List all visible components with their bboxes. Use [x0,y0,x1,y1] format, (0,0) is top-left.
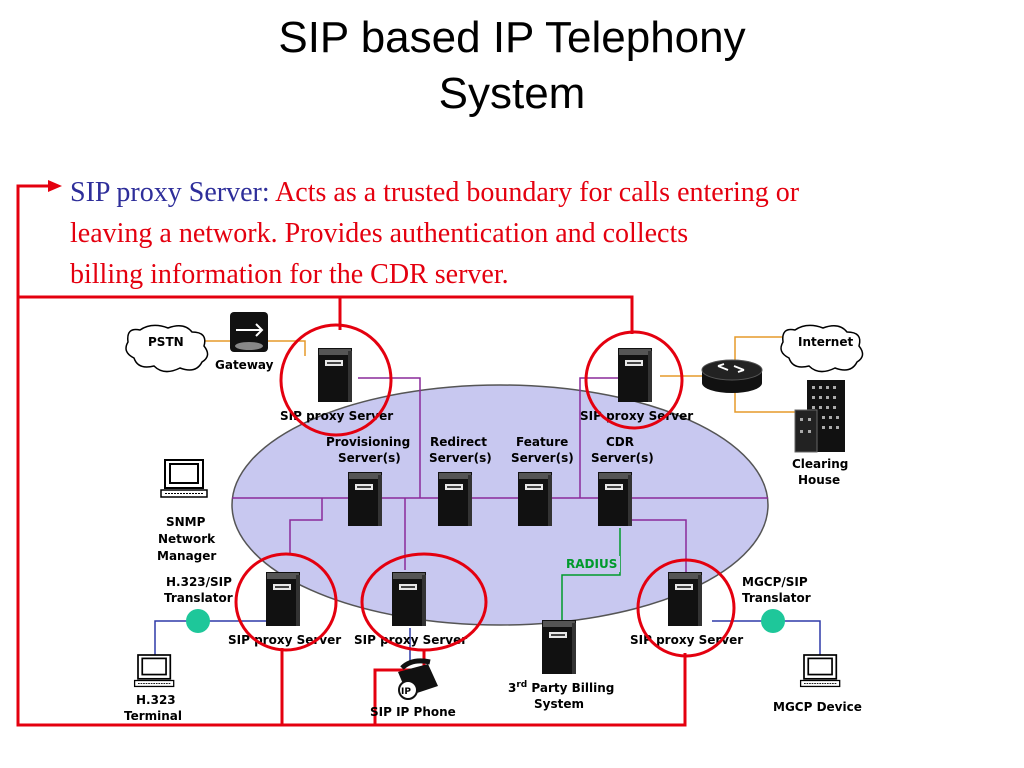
highlight-circle-bottom-right [636,558,736,658]
network-bus-lines [232,377,768,575]
radius-label: RADIUS [566,557,617,571]
gateway-label: Gateway [215,358,274,372]
sip-ip-phone: IP SIP IP Phone [370,658,456,719]
title-line-1: SIP based IP Telephony [278,13,746,62]
description-line-2: leaving a network. Provides authenticati… [70,218,689,249]
snmp-label-2: Network [158,532,216,546]
description-line-1: Acts as a trusted boundary for calls ent… [275,177,800,208]
h323-terminal: H.323 Terminal [124,654,182,723]
sip-network-ellipse [231,384,769,626]
snmp-manager: SNMP Network Manager [157,459,216,563]
redirect-label-2: Server(s) [429,451,492,465]
sip-proxy-bottom-right: SIP proxy Server [630,572,743,647]
proxy-label-top-left: SIP proxy Server [280,409,393,423]
billing-label-1: 3rd Party Billing [508,680,614,695]
red-outer-line [16,184,687,727]
billing-label-2: System [534,697,584,711]
feature-server: Feature Server(s) [511,435,574,526]
clearing-house-label-1: Clearing [792,457,848,471]
pstn-cloud: PSTN [125,324,209,373]
redirect-label-1: Redirect [430,435,487,449]
snmp-label-1: SNMP [166,515,206,529]
cdr-label-2: Server(s) [591,451,654,465]
feature-label-2: Server(s) [511,451,574,465]
internet-cloud: Internet [780,324,864,373]
mgcp-translator-label-2: Translator [742,591,811,605]
h323-terminal-label-2: Terminal [124,709,182,723]
mgcp-device: MGCP Device [773,654,862,714]
snmp-label-3: Manager [157,549,216,563]
clearing-house-label-2: House [798,473,840,487]
highlight-circle-bottom-center [360,552,488,652]
highlight-circle-top-left [279,323,393,437]
mgcp-translator-node [761,609,785,633]
blue-links [154,620,821,665]
provisioning-server: Provisioning Server(s) [326,435,410,526]
provisioning-label-1: Provisioning [326,435,410,449]
h323-translator-label-2: Translator [164,591,233,605]
highlight-circle-bottom-left [234,552,338,652]
redirect-server: Redirect Server(s) [429,435,492,526]
billing-system: 3rd Party Billing System [508,620,614,711]
mgcp-device-label: MGCP Device [773,700,862,714]
radius-link [561,528,621,620]
highlight-circle-top-right [584,330,684,430]
router-device [701,359,763,393]
pstn-label: PSTN [148,335,184,349]
red-arrowhead [48,180,62,192]
title-line-2: System [438,69,586,118]
proxy-label-bottom-right: SIP proxy Server [630,633,743,647]
description-line-3: billing information for the CDR server. [70,259,509,290]
proxy-description: SIP proxy Server: Acts as a trusted boun… [70,172,990,295]
internet-label: Internet [798,335,853,349]
cdr-label-1: CDR [606,435,634,449]
sip-proxy-top-left: SIP proxy Server [280,348,393,423]
slide-title: SIP based IP Telephony System [0,10,1024,122]
provisioning-label-2: Server(s) [338,451,401,465]
description-term: SIP proxy Server: [70,177,270,208]
proxy-highlight-circles [234,323,736,658]
mgcp-translator-label-1: MGCP/SIP [742,575,808,589]
h323-translator-label-1: H.323/SIP [166,575,232,589]
radius-label-bg [562,556,620,572]
gateway-device: Gateway [215,312,274,372]
h323-translator-node [186,609,210,633]
phone-ip-badge: IP [401,687,411,697]
red-top-line [18,295,634,334]
h323-terminal-label-1: H.323 [136,693,176,707]
sip-phone-label: SIP IP Phone [370,705,456,719]
cdr-server: CDR Server(s) [591,435,654,526]
feature-label-1: Feature [516,435,568,449]
clearing-house-building: Clearing House [792,380,848,487]
